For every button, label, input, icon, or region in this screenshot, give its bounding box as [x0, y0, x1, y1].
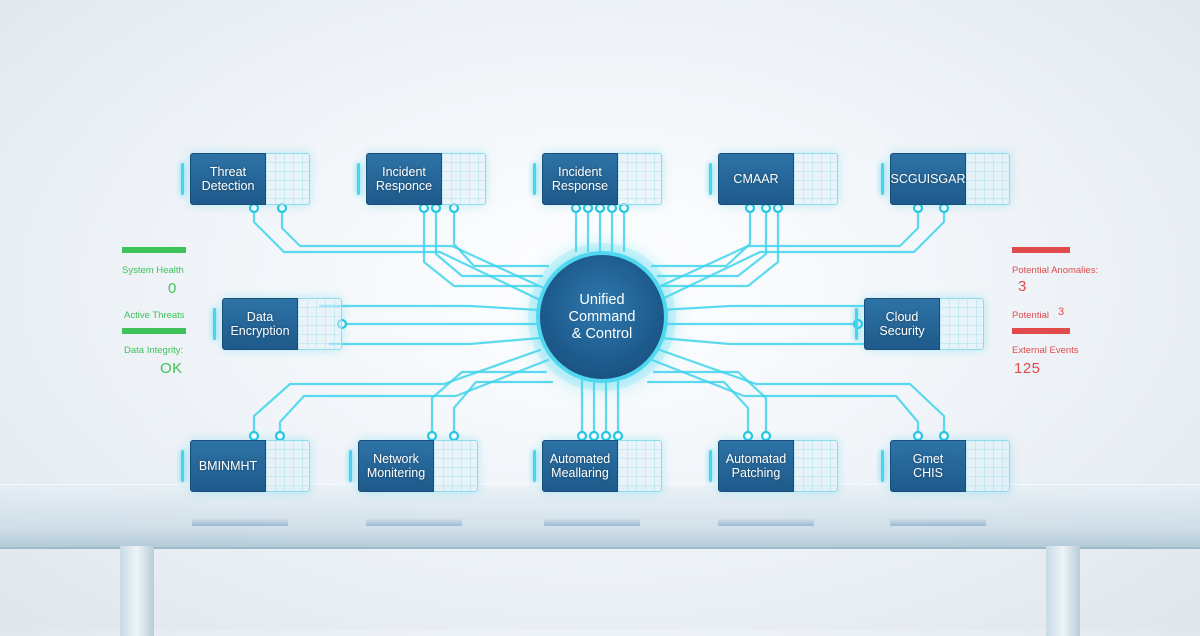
system-health-value: 0 [168, 280, 177, 297]
system-health-bar [122, 247, 186, 253]
potential-bar [1012, 328, 1070, 334]
module-label: Cloud Security [864, 298, 940, 350]
external-events-label: External Events [1012, 345, 1079, 356]
module-network-monitoring[interactable]: Network Monitering [349, 440, 478, 492]
module-reflection [366, 518, 462, 526]
glass-table-top [0, 484, 1200, 549]
module-label: Threat Detection [190, 153, 266, 205]
module-label: Incident Responce [366, 153, 442, 205]
circuit-panel [266, 440, 310, 492]
potential-anomalies-value: 3 [1018, 278, 1027, 295]
module-cloud-security[interactable]: Cloud Security [855, 298, 984, 350]
circuit-panel [434, 440, 478, 492]
module-incident-responce[interactable]: Incident Responce [357, 153, 486, 205]
module-label: Gmet CHIS [890, 440, 966, 492]
module-reflection [192, 518, 288, 526]
circuit-panel [966, 440, 1010, 492]
module-reflection [718, 518, 814, 526]
data-integrity-label: Data Integrity: [124, 345, 184, 356]
circuit-panel [442, 153, 486, 205]
module-threat-detection[interactable]: Threat Detection [181, 153, 310, 205]
module-label: SCGUISGAR [890, 153, 966, 205]
module-label: Data Encryption [222, 298, 298, 350]
unified-command-hub[interactable]: Unified Command & Control [536, 251, 668, 383]
circuit-panel [266, 153, 310, 205]
module-scguisgar[interactable]: SCGUISGAR [881, 153, 1010, 205]
circuit-panel [940, 298, 984, 350]
module-data-encryption[interactable]: Data Encryption [213, 298, 342, 350]
module-incident-response[interactable]: Incident Response [533, 153, 662, 205]
module-label: Automatad Patching [718, 440, 794, 492]
module-label: BMINMHT [190, 440, 266, 492]
module-cmaar[interactable]: CMAAR [709, 153, 838, 205]
external-events-value: 125 [1014, 360, 1041, 377]
circuit-panel [794, 440, 838, 492]
circuit-panel [618, 153, 662, 205]
circuit-panel [794, 153, 838, 205]
potential-label: Potential [1012, 310, 1049, 321]
circuit-panel [966, 153, 1010, 205]
module-gmet-chis[interactable]: Gmet CHIS [881, 440, 1010, 492]
module-reflection [544, 518, 640, 526]
module-label: CMAAR [718, 153, 794, 205]
active-threats-label: Active Threats [124, 310, 185, 321]
module-automated-monitoring[interactable]: Automated Meallaring [533, 440, 662, 492]
table-leg-right [1046, 546, 1080, 636]
wire-group [252, 206, 946, 438]
module-bminmht[interactable]: BMINMHT [181, 440, 310, 492]
circuit-panel [298, 298, 342, 350]
module-automated-patching[interactable]: Automatad Patching [709, 440, 838, 492]
anomalies-bar [1012, 247, 1070, 253]
active-threats-bar [122, 328, 186, 334]
circuit-panel [618, 440, 662, 492]
data-integrity-value: OK [160, 360, 183, 377]
module-label: Network Monitering [358, 440, 434, 492]
module-label: Incident Response [542, 153, 618, 205]
module-reflection [890, 518, 986, 526]
module-label: Automated Meallaring [542, 440, 618, 492]
table-leg-left [120, 546, 154, 636]
potential-value: 3 [1058, 306, 1065, 318]
system-health-label: System Health [122, 265, 184, 276]
potential-anomalies-label: Potential Anomalies: [1012, 265, 1099, 276]
